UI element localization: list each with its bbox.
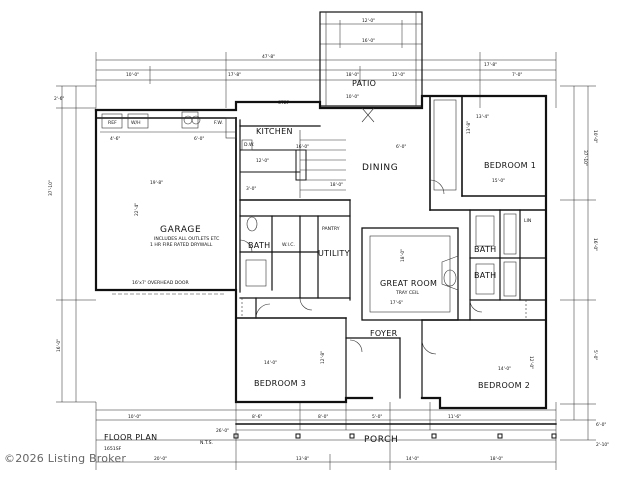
dim-great-room-width: 17'-6" xyxy=(390,300,403,306)
dim-right-1: 17'-8" xyxy=(484,62,497,68)
wh-label: W/H xyxy=(131,120,141,126)
dim-top-row-a: 16'-0" xyxy=(296,144,309,150)
garage-door-label: 16'x7' OVERHEAD DOOR xyxy=(132,280,190,286)
step-label: STEP xyxy=(278,100,290,106)
dim-garage-depth: 22'-4" xyxy=(134,203,140,216)
garage-note-1: INCLUDES ALL OUTLETS ETC xyxy=(154,236,219,242)
wic-label: W.I.C. xyxy=(282,242,295,248)
utility-label: UTILITY xyxy=(318,249,350,258)
dim-bed2-depth: 12'-0" xyxy=(528,356,534,369)
dim-middle-2: 12'-0" xyxy=(392,72,405,78)
dim-bottom-h: 8'-0" xyxy=(318,414,328,420)
ref-label: REF xyxy=(108,120,117,126)
bath-left-label: BATH xyxy=(248,241,270,250)
plan-scale-note: N.T.S. xyxy=(200,440,213,446)
dim-window-4: 3'-0" xyxy=(246,186,256,192)
kitchen-label: KITCHEN xyxy=(256,127,293,136)
dim-right-a: 10'-0" xyxy=(592,130,598,143)
dim-bed2-width: 14'-0" xyxy=(498,366,511,372)
dw-label: D.W. xyxy=(244,142,254,148)
room-labels: GARAGE INCLUDES ALL OUTLETS ETC 1 HR FIR… xyxy=(104,79,536,452)
dim-right-2: 7'-0" xyxy=(512,72,522,78)
plan-title: FLOOR PLAN xyxy=(104,433,157,442)
bath-right-label: BATH xyxy=(474,245,496,254)
dim-porch-depth: 6'-0" xyxy=(596,422,606,428)
dim-great-room-depth: 18'-0" xyxy=(400,249,406,262)
dim-bottom-a: 20'-0" xyxy=(154,456,167,462)
dim-garage-width: 19'-8" xyxy=(150,180,163,186)
great-room-label: GREAT ROOM xyxy=(380,279,437,288)
dim-top-row-b: 6'-0" xyxy=(396,144,406,150)
dim-overall-depth-right: 37'-10" xyxy=(582,150,588,166)
dim-window-2: 4'-6" xyxy=(110,136,120,142)
bath-right-2-label: BATH xyxy=(474,271,496,280)
dim-bottom-d: 18'-0" xyxy=(490,456,503,462)
dim-overall-depth-left: 37'-10" xyxy=(48,180,54,196)
dim-bottom-b: 14'-0" xyxy=(406,456,419,462)
patio-structure xyxy=(319,11,423,107)
bedroom-3-label: BEDROOM 3 xyxy=(254,379,306,388)
dim-bottom-e: 10'-0" xyxy=(128,414,141,420)
foyer-label: FOYER xyxy=(370,329,398,338)
pantry-label: PANTRY xyxy=(322,226,340,232)
plan-title-note: 1651SF xyxy=(104,446,122,452)
bedroom-1-label: BEDROOM 1 xyxy=(484,161,536,170)
patio-label: PATIO xyxy=(352,79,376,88)
dim-left-2: 17'-8" xyxy=(228,72,241,78)
dim-bed3-depth: 12'-8" xyxy=(320,351,326,364)
dim-patio-depth: 10'-0" xyxy=(346,94,359,100)
dim-top-row-c: 13'-4" xyxy=(476,114,489,120)
dim-middle-1: 18'-0" xyxy=(346,72,359,78)
garage-note-2: 1 HR FIRE RATED DRYWALL xyxy=(150,242,213,248)
dim-kitchen-width: 12'-0" xyxy=(256,158,269,164)
bedroom-2-label: BEDROOM 2 xyxy=(478,381,530,390)
dim-dining-width: 18'-0" xyxy=(330,182,343,188)
dim-bed1-width: 15'-0" xyxy=(492,178,505,184)
dining-label: DINING xyxy=(362,163,398,173)
dim-patio-top: 12'-0" xyxy=(362,18,375,24)
garage-label: GARAGE xyxy=(160,225,201,235)
linen-label: LIN xyxy=(524,218,531,224)
dim-right-c: 5'-0" xyxy=(592,350,598,360)
dim-right-d: 2'-10" xyxy=(596,442,609,448)
dim-bed3-width: 14'-0" xyxy=(264,360,277,366)
porch-label: PORCH xyxy=(364,435,398,445)
great-room-note: TRAY CEIL xyxy=(395,290,419,296)
dim-bottom-c: 13'-8" xyxy=(296,456,309,462)
dim-left-1: 10'-0" xyxy=(126,72,139,78)
dimension-labels: 47'-8" 12'-0" 16'-0" 10'-0" 10'-0" 17'-8… xyxy=(48,18,609,462)
dim-porch-width: 26'-0" xyxy=(216,428,229,434)
interior-walls xyxy=(100,95,547,403)
dim-left-a: 2'-6" xyxy=(54,96,64,102)
porch-structure xyxy=(233,423,557,439)
listing-watermark: ©2026 Listing Broker xyxy=(4,452,127,465)
dim-bottom-g: 5'-0" xyxy=(372,414,382,420)
dim-window-1: 8'-6" xyxy=(252,414,262,420)
dim-bottom-f: 11'-6" xyxy=(448,414,461,420)
dim-window-3: 6'-0" xyxy=(194,136,204,142)
dim-left-b: 16'-0" xyxy=(56,339,62,352)
fw-label: F.W. xyxy=(214,120,223,126)
dim-overall-width: 47'-8" xyxy=(262,54,275,60)
dim-patio-width: 16'-0" xyxy=(362,38,375,44)
dim-bed1-depth: 13'-8" xyxy=(466,121,472,134)
dim-right-b: 16'-0" xyxy=(592,238,598,251)
